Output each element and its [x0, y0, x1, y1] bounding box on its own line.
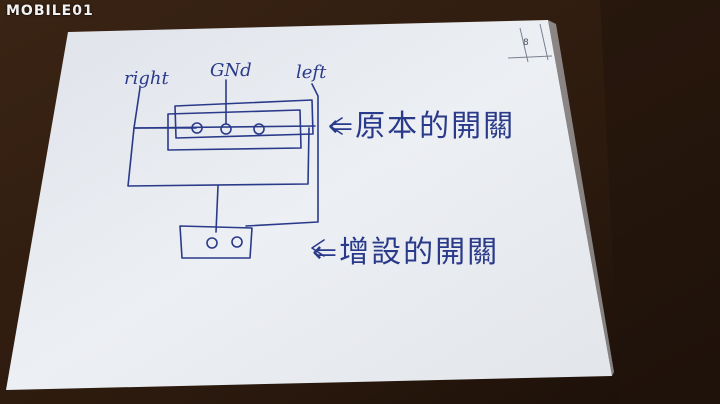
added-terminal-1 [206, 237, 218, 249]
label-left: left [296, 62, 327, 83]
sketch-labels: right GNd left [124, 60, 327, 89]
added-switch-body [179, 225, 253, 259]
wire-bus [133, 125, 316, 129]
arrow-original [329, 117, 343, 135]
annotation-original-switch: ⇐原本的開關 [328, 109, 515, 144]
wire-left [245, 83, 319, 227]
label-right: right [124, 68, 169, 89]
margin-fold-lines [507, 23, 553, 63]
paper-card [6, 20, 612, 390]
mobile01-watermark: MOBILE01 [6, 3, 94, 19]
wire-loop [127, 127, 310, 187]
added-terminal-2 [231, 236, 243, 248]
terminal-left [253, 123, 265, 135]
arrow-added [311, 239, 325, 257]
wire-drop [215, 185, 219, 233]
wiring-sketch [127, 79, 343, 259]
original-switch-body [167, 109, 302, 151]
margin-note: 8 [523, 38, 529, 48]
annotation-added-switch: ⇐增設的開關 [312, 235, 499, 270]
sketch-annotations: ⇐原本的開關 ⇐增設的開關 [312, 109, 515, 270]
label-gnd: GNd [210, 60, 252, 81]
